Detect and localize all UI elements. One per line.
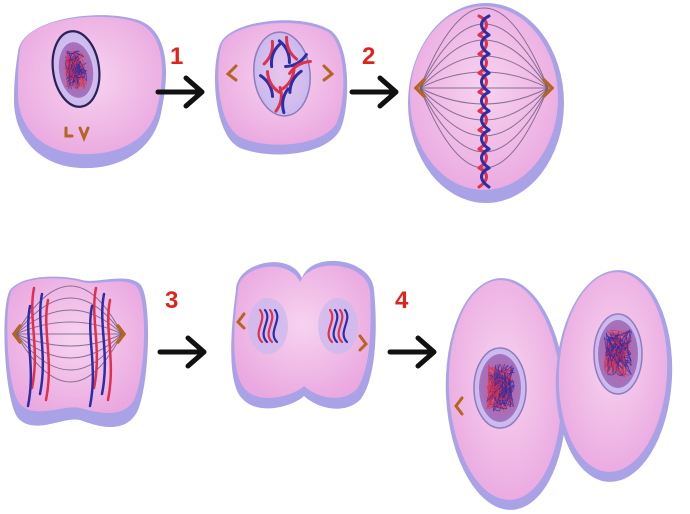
chromatin-tangle <box>65 51 87 89</box>
step-2: 2 <box>352 43 396 106</box>
daughter-cell-right <box>551 267 678 485</box>
forming-nucleus <box>318 298 358 354</box>
cell-interphase <box>14 15 166 168</box>
step-label: 3 <box>165 287 178 314</box>
step-label: 1 <box>170 43 183 70</box>
right-arrow-icon <box>390 338 434 366</box>
daughter-cell-left <box>440 275 572 513</box>
step-label: 2 <box>362 43 375 70</box>
cell-telophase <box>231 261 376 409</box>
right-arrow-icon <box>160 338 204 366</box>
step-3: 3 <box>160 287 204 366</box>
forming-nucleus <box>248 298 288 354</box>
cell-prophase <box>215 20 347 154</box>
step-4: 4 <box>390 287 434 366</box>
cell-metaphase <box>408 3 564 203</box>
cell-anaphase <box>4 277 148 427</box>
daughter-cells <box>440 267 677 513</box>
step-label: 4 <box>395 287 409 314</box>
right-arrow-icon <box>352 78 396 106</box>
